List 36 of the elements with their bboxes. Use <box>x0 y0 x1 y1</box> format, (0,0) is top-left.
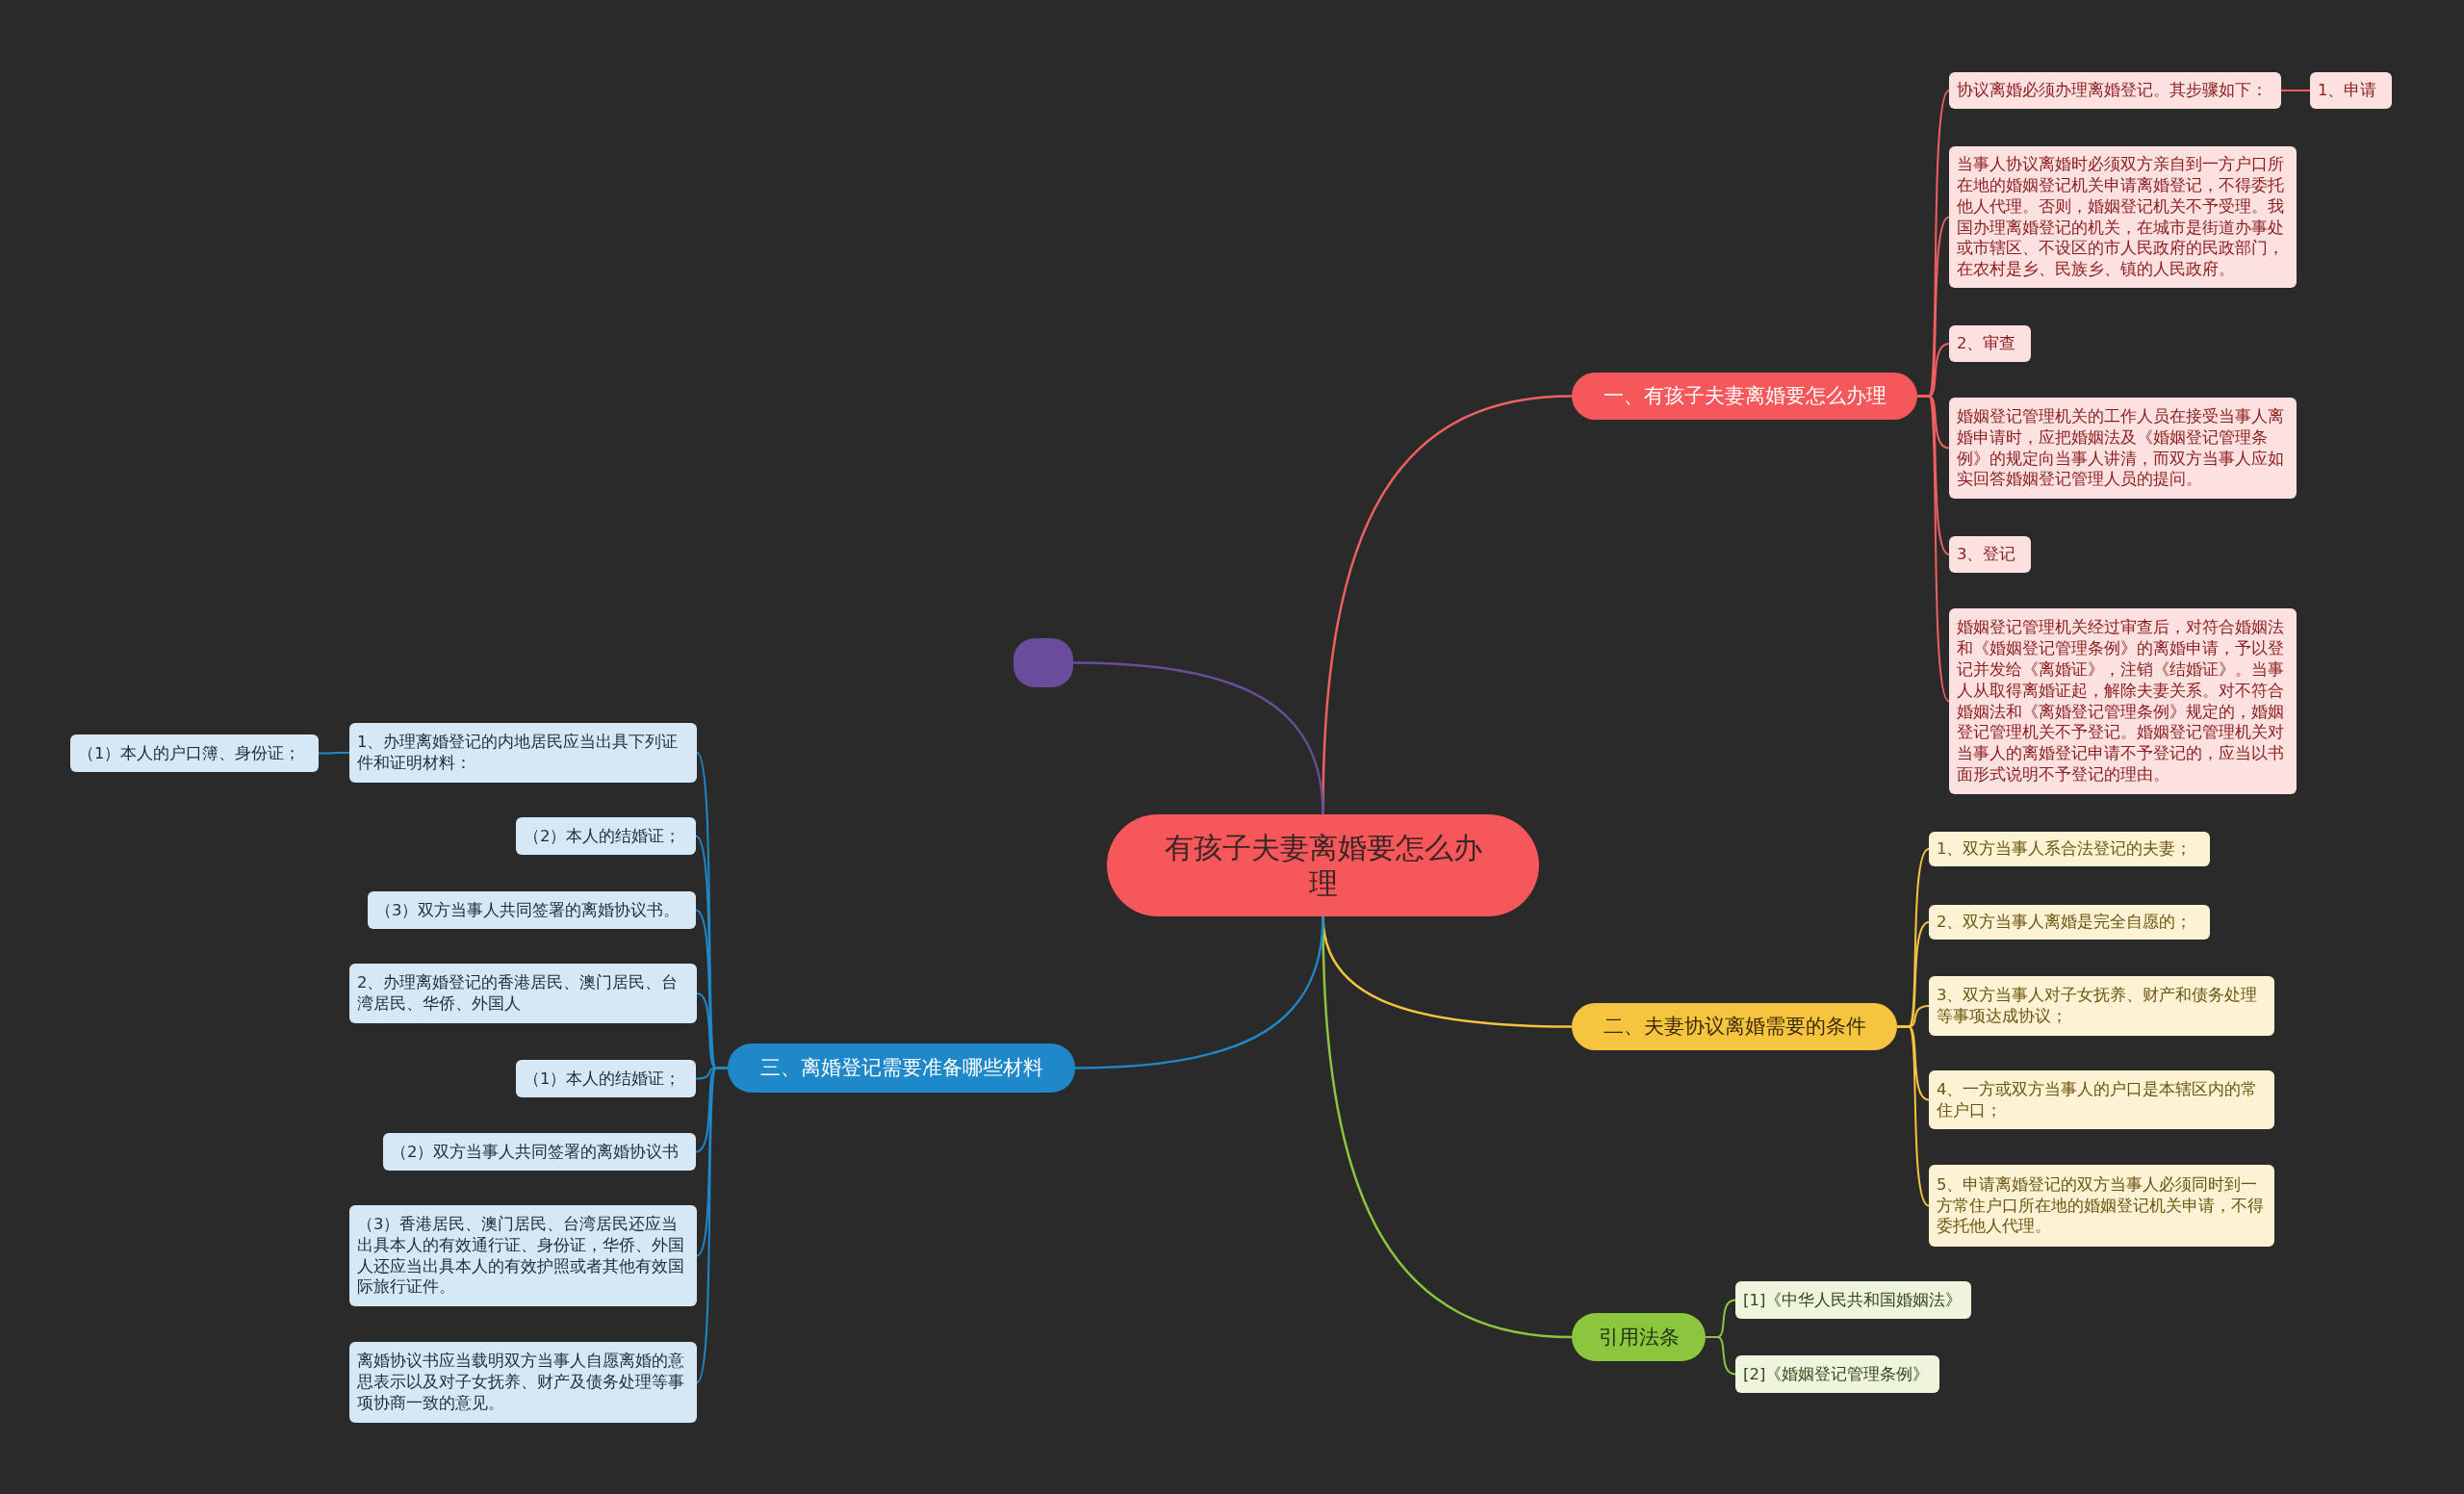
subtopic-box: 1、申请 <box>2310 72 2392 109</box>
subtopic-box: 婚姻登记管理机关的工作人员在接受当事人离婚申请时，应把婚姻法及《婚姻登记管理条例》的规定向当事人讲清，而双方当事人应如实回答婚姻登记管理人员的提问。 <box>1949 398 2297 499</box>
connector <box>2280 90 2311 91</box>
subtopic-box: 5、申请离婚登记的双方当事人必须同时到一方常住户口所在地的婚姻登记机关申请，不得委托他人代理。 <box>1929 1165 2274 1247</box>
connector <box>1072 661 1324 815</box>
subtopic-box: （3）双方当事人共同签署的离婚协议书。 <box>368 891 696 929</box>
subtopic-box: 2、审查 <box>1949 325 2031 362</box>
subtopic-box: 3、登记 <box>1949 536 2031 573</box>
subtopic-box: 协议离婚必须办理离婚登记。其步骤如下： <box>1949 72 2281 109</box>
branch-topic: 一、有孩子夫妻离婚要怎么办理 <box>1572 373 1917 420</box>
subtopic-box: 当事人协议离婚时必须双方亲自到一方户口所在地的婚姻登记机关申请离婚登记，不得委托他人代理。否则，婚姻登记机关不予受理。我国办理离婚登记的机关，在城市是街道办事处或市辖区、不设区的市人民政府的民政部门，在农村是乡、民族乡、镇的人民政府。 <box>1949 146 2297 288</box>
subtopic-box: 4、一方或双方当事人的户口是本辖区内的常住户口； <box>1929 1070 2274 1129</box>
subtopic-box: 1、双方当事人系合法登记的夫妻； <box>1929 832 2210 866</box>
empty-topic <box>1014 638 1073 687</box>
subtopic-box: 2、办理离婚登记的香港居民、澳门居民、台湾居民、华侨、外国人 <box>349 964 697 1023</box>
subtopic-box: 1、办理离婚登记的内地居民应当出具下列证件和证明材料： <box>349 723 697 783</box>
subtopic-box: （2）本人的结婚证； <box>516 817 696 855</box>
branch-topic: 引用法条 <box>1572 1313 1706 1361</box>
subtopic-box: 3、双方当事人对子女抚养、财产和债务处理等事项达成协议； <box>1929 976 2274 1036</box>
subtopic-box: 婚姻登记管理机关经过审查后，对符合婚姻法和《婚姻登记管理条例》的离婚申请，予以登记并发给《离婚证》，注销《结婚证》。当事人从取得离婚证起，解除夫妻关系。对不符合婚姻法和《离婚登记管理条例》规定的，婚姻登记管理机关不予登记。婚姻登记管理机关对当事人的离婚登记申请不予登记的，应当以书面形式说明不予登记的理由。 <box>1949 608 2297 794</box>
subtopic-box: [1]《中华人民共和国婚姻法》 <box>1735 1281 1971 1319</box>
branch-topic: 二、夫妻协议离婚需要的条件 <box>1572 1003 1897 1050</box>
subtopic-box: （2）双方当事人共同签署的离婚协议书 <box>383 1133 696 1171</box>
subtopic-box: （1）本人的结婚证； <box>516 1060 696 1097</box>
connector <box>1896 1025 1930 1207</box>
connector <box>318 752 350 755</box>
branch-topic: 三、离婚登记需要准备哪些材料 <box>728 1043 1075 1093</box>
subtopic-box: （1）本人的户口簿、身份证； <box>70 734 319 772</box>
subtopic-box: 离婚协议书应当载明双方当事人自愿离婚的意思表示以及对子女抚养、财产及债务处理等事项协商一致的意见。 <box>349 1342 697 1423</box>
subtopic-box: （3）香港居民、澳门居民、台湾居民还应当出具本人的有效通行证、身份证，华侨、外国人还应当出具本人的有效护照或者其他有效国际旅行证件。 <box>349 1205 697 1306</box>
connector <box>1705 1336 1736 1376</box>
connector <box>1074 915 1324 1069</box>
connector <box>1916 395 1950 703</box>
subtopic-box: 2、双方当事人离婚是完全自愿的； <box>1929 905 2210 940</box>
central-topic: 有孩子夫妻离婚要怎么办理 <box>1107 814 1539 916</box>
subtopic-box: [2]《婚姻登记管理条例》 <box>1735 1355 1939 1393</box>
